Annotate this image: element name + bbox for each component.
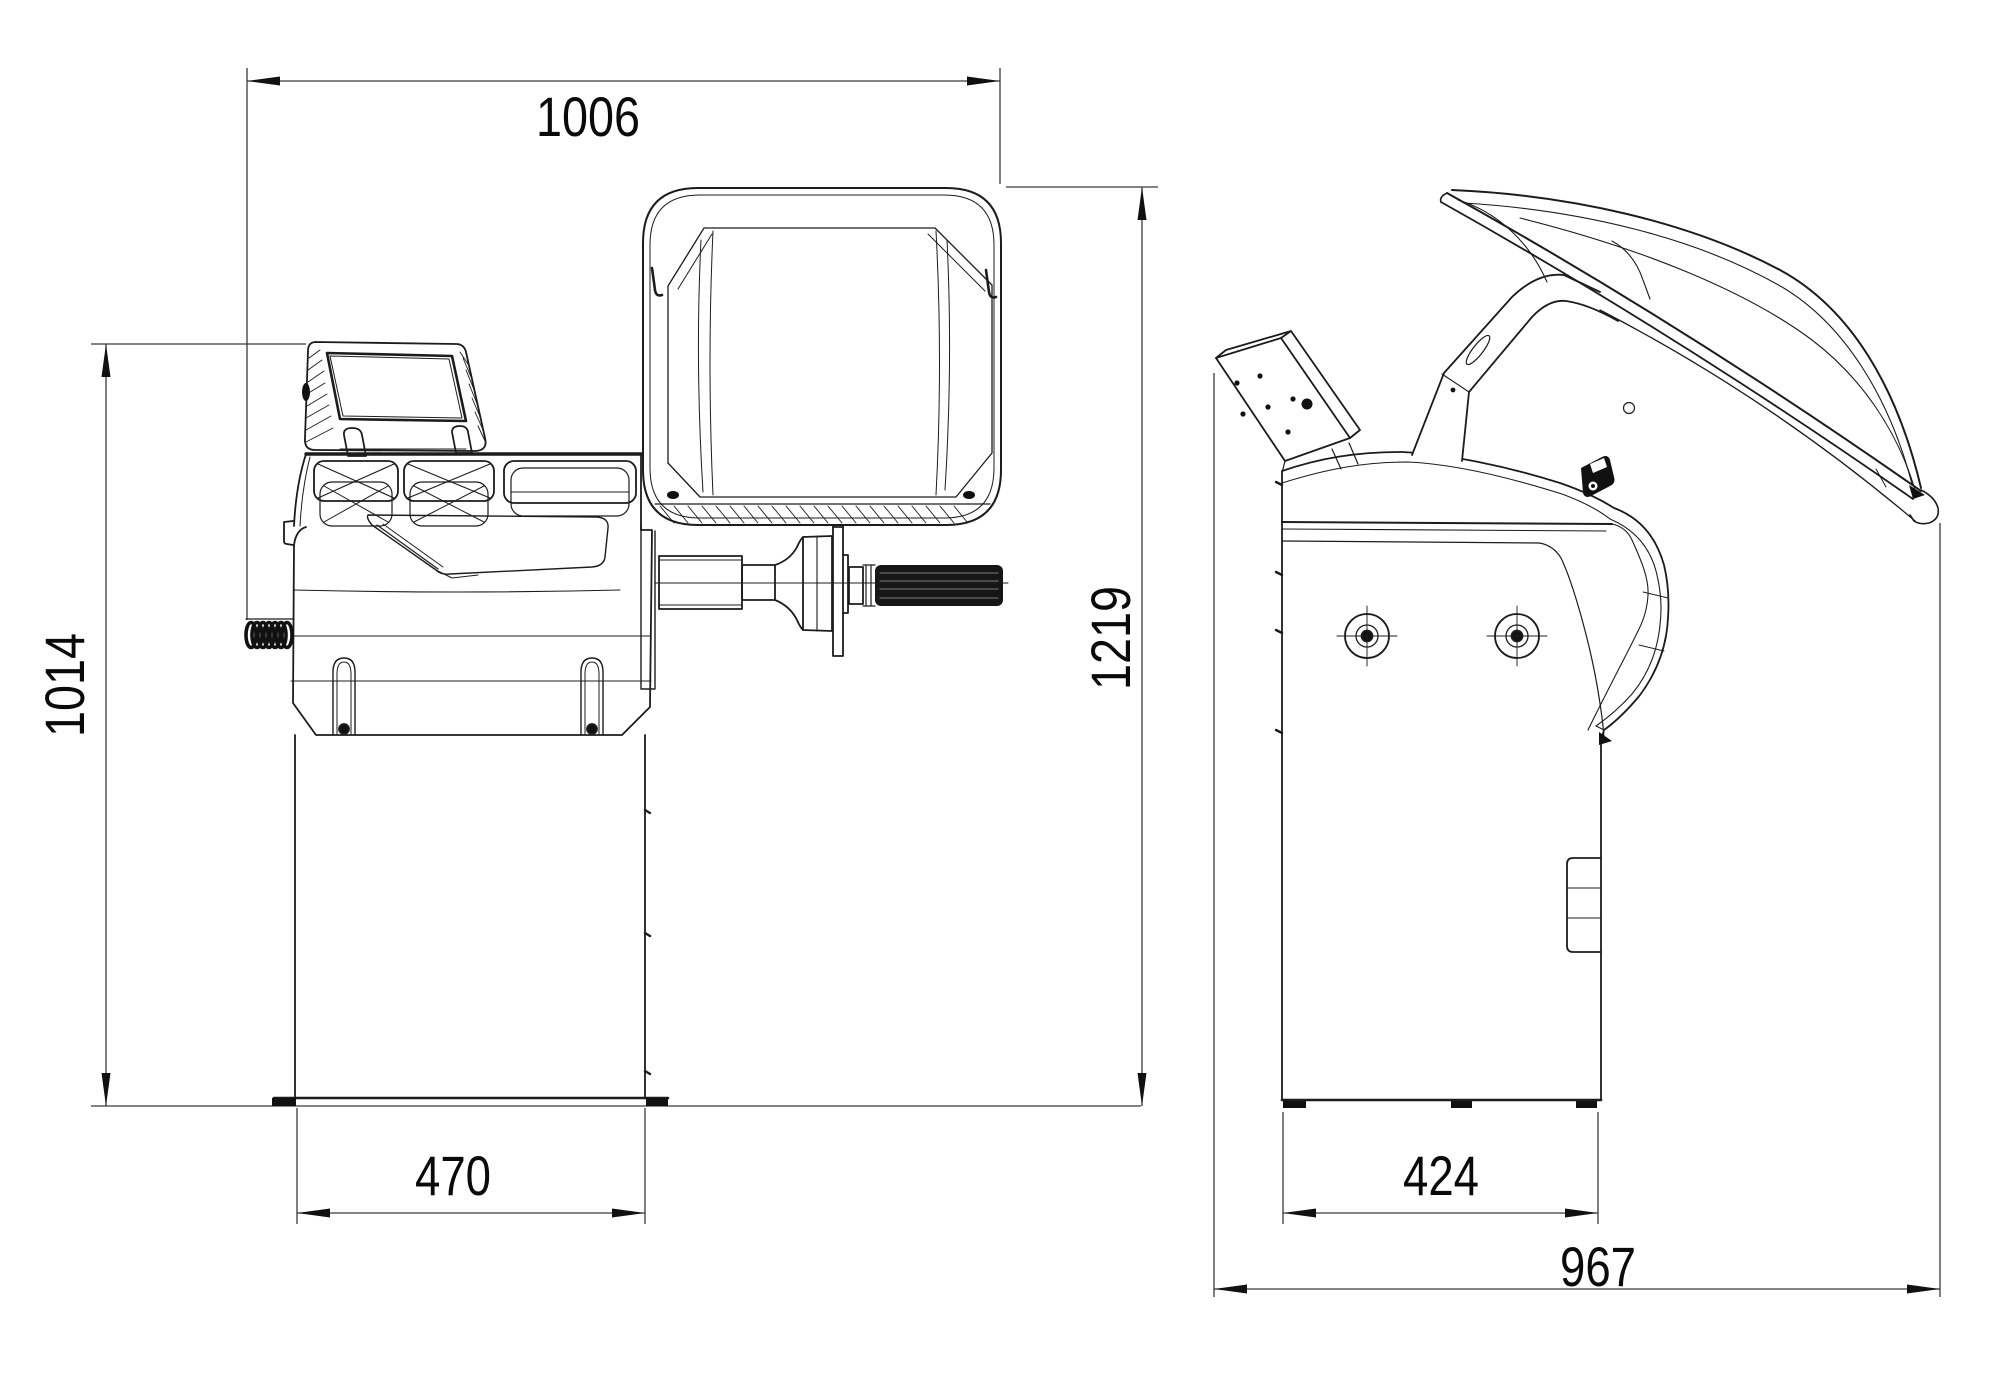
svg-text:967: 967 [1560,1235,1636,1298]
svg-text:1219: 1219 [1079,586,1142,690]
svg-text:1006: 1006 [536,85,640,148]
svg-text:424: 424 [1403,1144,1479,1207]
svg-text:470: 470 [415,1144,491,1207]
svg-text:1014: 1014 [33,633,96,737]
